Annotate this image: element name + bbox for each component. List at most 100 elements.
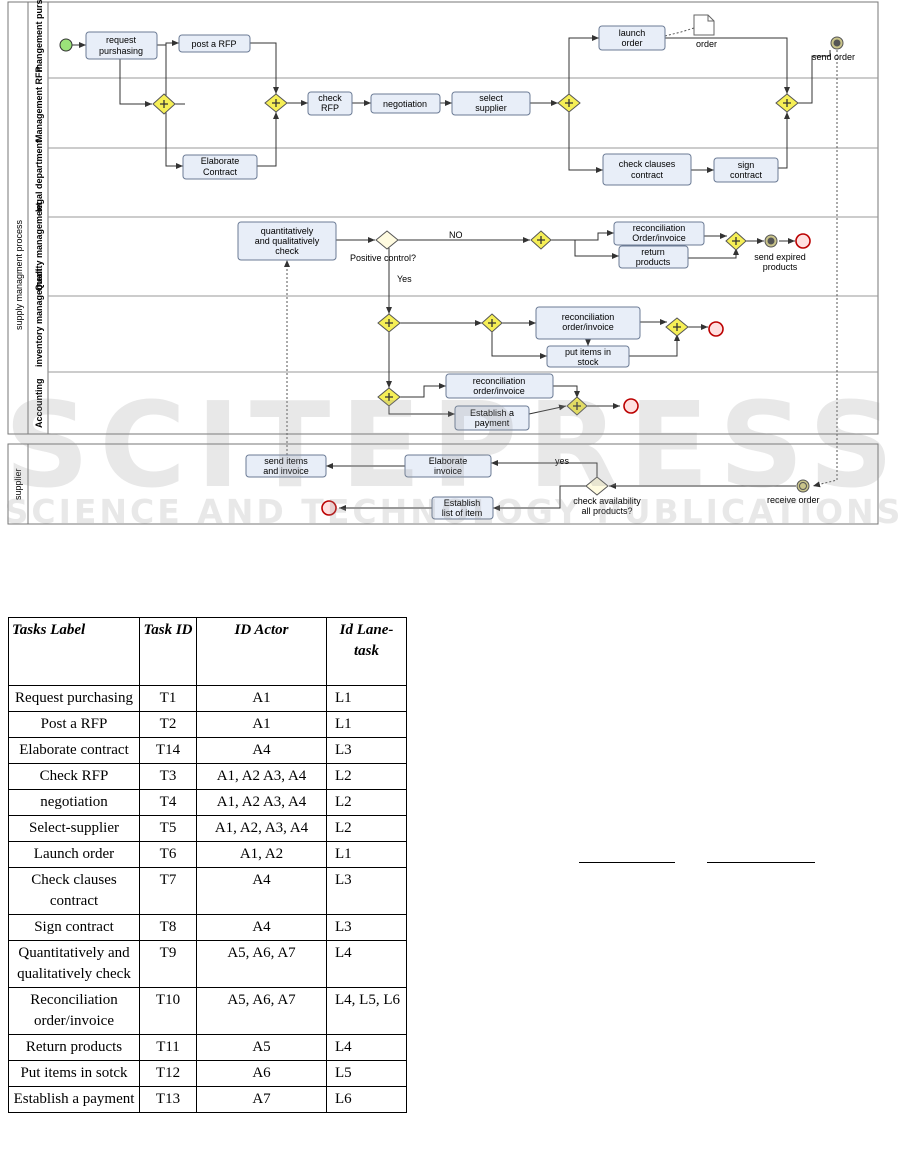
- col-header-lane-task: Id Lane-task: [326, 617, 407, 686]
- task-label: contract: [730, 170, 763, 180]
- task-send-items[interactable]: [245, 454, 327, 478]
- table-row: Select-supplier T5 A1, A2, A3, A4 L2: [8, 815, 407, 842]
- table-row: Launch order T6 A1, A2 L1: [8, 841, 407, 868]
- task-id-cell: T7: [139, 867, 197, 915]
- table-row: Quantitatively and qualitatively check T…: [8, 940, 407, 988]
- lane-cell: L2: [326, 815, 407, 842]
- lane-cell: L2: [326, 763, 407, 790]
- actor-cell: A5, A6, A7: [196, 987, 327, 1035]
- task-label: list of item: [442, 508, 483, 518]
- tasks-table: Tasks Label Task ID ID Actor Id Lane-tas…: [8, 617, 407, 1113]
- exclusive-gateway-positive-control: [375, 230, 399, 250]
- task-id-cell: T9: [139, 940, 197, 988]
- task-label: check: [275, 246, 299, 256]
- task-label-cell: Elaborate contract: [8, 737, 140, 764]
- task-launch-order[interactable]: [598, 25, 666, 51]
- task-label-cell: Check RFP: [8, 763, 140, 790]
- table-row: Return products T11 A5 L4: [8, 1034, 407, 1061]
- supplier-pool: [7, 443, 879, 525]
- supplier-pool-label: supplier: [13, 468, 23, 500]
- actor-cell: A1, A2, A3, A4: [196, 815, 327, 842]
- task-post-rfp[interactable]: [178, 34, 251, 53]
- task-establish-payment[interactable]: [454, 405, 530, 431]
- task-establish-list[interactable]: [431, 496, 494, 520]
- task-check-clauses[interactable]: [602, 153, 692, 186]
- actor-cell: A1, A2 A3, A4: [196, 763, 327, 790]
- actor-cell: A1: [196, 711, 327, 738]
- task-label-cell: Establish a payment: [8, 1086, 140, 1113]
- task-id-cell: T12: [139, 1060, 197, 1087]
- table-header-row: Tasks Label Task ID ID Actor Id Lane-tas…: [8, 617, 407, 686]
- task-label: and qualitatively: [255, 236, 320, 246]
- horizontal-rule: [579, 862, 675, 863]
- lane-cell: L4: [326, 940, 407, 988]
- task-put-items[interactable]: [546, 345, 630, 368]
- receive-order-label: receive order: [767, 495, 820, 505]
- actor-cell: A1: [196, 685, 327, 712]
- table-row: Establish a payment T13 A7 L6: [8, 1086, 407, 1113]
- task-sign-contract[interactable]: [713, 157, 779, 183]
- lane-cell: L3: [326, 914, 407, 941]
- task-select-supplier[interactable]: [451, 91, 531, 116]
- task-label: and invoice: [263, 466, 309, 476]
- task-label: quantitatively: [261, 226, 314, 236]
- task-label: RFP: [321, 103, 339, 113]
- task-label: order/invoice: [562, 322, 614, 332]
- task-id-cell: T6: [139, 841, 197, 868]
- lane-cell: L4, L5, L6: [326, 987, 407, 1035]
- col-header-id-actor: ID Actor: [196, 617, 327, 686]
- task-id-cell: T5: [139, 815, 197, 842]
- task-label: Elaborate: [429, 456, 468, 466]
- task-label: put items in: [565, 347, 611, 357]
- table-row: Check clauses contract T7 A4 L3: [8, 867, 407, 915]
- task-reconciliation-inventory[interactable]: [535, 306, 641, 340]
- task-negotiation[interactable]: [370, 93, 441, 114]
- end-event-quality: [795, 233, 811, 249]
- actor-cell: A5, A6, A7: [196, 940, 327, 988]
- task-id-cell: T2: [139, 711, 197, 738]
- task-label: check: [318, 93, 342, 103]
- task-reconciliation-accounting[interactable]: [445, 373, 554, 399]
- gateway-plus-marks: [160, 99, 791, 410]
- task-check-rfp[interactable]: [307, 91, 353, 116]
- task-label-cell: Post a RFP: [8, 711, 140, 738]
- table-row: Put items in sotck T12 A6 L5: [8, 1060, 407, 1087]
- task-request-purchasing[interactable]: [85, 31, 158, 60]
- task-label-cell: Launch order: [8, 841, 140, 868]
- yes-label: Yes: [397, 274, 412, 284]
- task-label: supplier: [475, 103, 507, 113]
- task-quant-check[interactable]: [237, 221, 337, 261]
- task-id-cell: T11: [139, 1034, 197, 1061]
- task-elaborate-contract[interactable]: [182, 154, 258, 180]
- lane-cell: L3: [326, 867, 407, 915]
- task-label: stock: [577, 357, 599, 367]
- task-label: Establish: [444, 498, 481, 508]
- task-label: request: [106, 35, 137, 45]
- task-label-cell: Quantitatively and qualitatively check: [8, 940, 140, 988]
- task-label: payment: [475, 418, 510, 428]
- task-label: launch: [619, 28, 646, 38]
- order-label: order: [696, 39, 717, 49]
- task-label-cell: Check clauses contract: [8, 867, 140, 915]
- task-return-products[interactable]: [618, 245, 689, 269]
- message-flows: [284, 27, 838, 488]
- actor-cell: A1, A2 A3, A4: [196, 789, 327, 816]
- task-label: order/invoice: [473, 386, 525, 396]
- horizontal-rule: [707, 862, 815, 863]
- task-reconciliation-quality[interactable]: [613, 221, 705, 246]
- task-label: check clauses: [619, 159, 676, 169]
- actor-cell: A6: [196, 1060, 327, 1087]
- lane-cell: L3: [326, 737, 407, 764]
- task-id-cell: T10: [139, 987, 197, 1035]
- table-row: Request purchasing T1 A1 L1: [8, 685, 407, 712]
- lane-cell: L4: [326, 1034, 407, 1061]
- task-elaborate-invoice[interactable]: [404, 454, 492, 478]
- table-row: Post a RFP T2 A1 L1: [8, 711, 407, 738]
- send-expired-event: [764, 234, 778, 248]
- end-event-accounting: [623, 398, 639, 414]
- task-label: reconciliation: [633, 223, 686, 233]
- send-order-event: [830, 36, 844, 50]
- check-availability-label: check availability: [573, 496, 641, 506]
- lane-cell: L6: [326, 1086, 407, 1113]
- lane-label-6: Accounting: [34, 379, 44, 429]
